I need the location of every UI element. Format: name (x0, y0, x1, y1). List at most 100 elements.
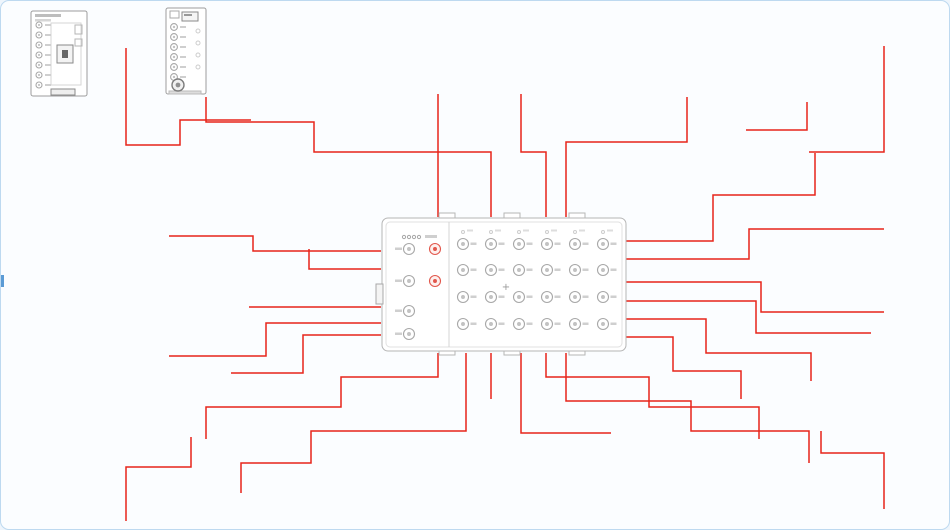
port-label-placeholder (526, 322, 533, 325)
leader-line[interactable] (820, 431, 885, 509)
leader-line[interactable] (125, 48, 251, 146)
device-inner-frame (385, 221, 623, 348)
leader-line[interactable] (240, 353, 467, 493)
module-title-placeholder (35, 14, 61, 17)
column-label-placeholder (467, 229, 473, 232)
leader-line[interactable] (626, 300, 871, 334)
port-pin (545, 268, 549, 272)
side-connector (375, 283, 384, 305)
relay-indicator (62, 50, 68, 58)
port-label-placeholder (582, 322, 589, 325)
port-label-placeholder (554, 295, 561, 298)
port-label-placeholder (180, 76, 186, 78)
port-label-placeholder (180, 66, 186, 68)
port-pin (172, 65, 176, 69)
port-pin (407, 332, 411, 336)
leader-line[interactable] (545, 353, 760, 439)
vent-dot-icon (461, 230, 465, 234)
port-pin (461, 242, 465, 246)
port-pin (461, 322, 465, 326)
leader-line[interactable] (205, 353, 439, 439)
port-pin (37, 53, 41, 57)
port-pin (407, 279, 411, 283)
port-label-placeholder (45, 34, 51, 36)
leader-line[interactable] (626, 153, 816, 242)
port-pin (172, 35, 176, 39)
module-thumbnail-1[interactable] (30, 10, 88, 97)
port-label-placeholder (470, 268, 477, 271)
vent-dot-icon (545, 230, 549, 234)
leader-lines-layer (125, 46, 885, 521)
leader-line[interactable] (626, 318, 812, 381)
module-thumbnail-2[interactable] (165, 7, 207, 95)
port-label-placeholder (582, 242, 589, 245)
ground-terminal-pin (175, 82, 181, 88)
leader-line[interactable] (809, 46, 885, 153)
port-label-placeholder (554, 242, 561, 245)
port-pin (37, 83, 41, 87)
status-led-icon (416, 234, 422, 240)
side-dot-icon (195, 28, 201, 34)
port-label-placeholder (498, 268, 505, 271)
center-cross-marker: + (502, 282, 510, 293)
port-pin (407, 309, 411, 313)
leader-line[interactable] (746, 102, 808, 131)
port-label-placeholder (498, 242, 505, 245)
leader-line[interactable] (308, 249, 381, 270)
port-label-placeholder (498, 322, 505, 325)
leader-line[interactable] (626, 228, 884, 260)
port-pin (172, 45, 176, 49)
leader-line[interactable] (565, 353, 810, 463)
port-pin (489, 322, 493, 326)
port-pin (37, 63, 41, 67)
port-pin (545, 322, 549, 326)
port-label-placeholder (610, 242, 617, 245)
port-label-placeholder (395, 279, 402, 282)
port-pin (517, 322, 521, 326)
port-pin (545, 242, 549, 246)
central-device[interactable]: + (375, 212, 627, 356)
port-pin (461, 268, 465, 272)
port-pin (517, 295, 521, 299)
leader-line[interactable] (169, 235, 381, 252)
port-pin (573, 268, 577, 272)
port-pin (601, 295, 605, 299)
port-label-placeholder (45, 74, 51, 76)
leader-line[interactable] (520, 94, 547, 217)
vent-dot-icon (489, 230, 493, 234)
side-dot-icon (195, 64, 201, 70)
port-pin (573, 295, 577, 299)
port-pin (433, 279, 437, 283)
port-label-placeholder (582, 295, 589, 298)
leader-line[interactable] (231, 334, 381, 374)
module-port-column (170, 23, 201, 92)
leader-line[interactable] (565, 97, 688, 217)
side-dot-icon (195, 40, 201, 46)
leader-line[interactable] (520, 353, 611, 434)
column-label-placeholder (607, 229, 613, 232)
column-label-placeholder (579, 229, 585, 232)
leader-line[interactable] (626, 281, 884, 313)
leader-line[interactable] (169, 322, 381, 357)
port-label-placeholder (180, 56, 186, 58)
leader-line[interactable] (125, 437, 192, 521)
leader-line[interactable] (205, 97, 492, 217)
port-label-placeholder (180, 26, 186, 28)
column-label-placeholder (495, 229, 501, 232)
viewport-edge-marker (1, 275, 4, 287)
vent-dot-icon (517, 230, 521, 234)
port-label-placeholder (470, 295, 477, 298)
port-label-placeholder (554, 322, 561, 325)
port-pin (489, 295, 493, 299)
port-label-placeholder (610, 268, 617, 271)
port-label-placeholder (610, 322, 617, 325)
module-switch-detail (74, 24, 83, 35)
port-pin (517, 242, 521, 246)
leader-line[interactable] (626, 336, 742, 399)
port-pin (461, 295, 465, 299)
port-label-placeholder (45, 44, 51, 46)
status-led-icon (411, 234, 417, 240)
port-label-placeholder (180, 46, 186, 48)
